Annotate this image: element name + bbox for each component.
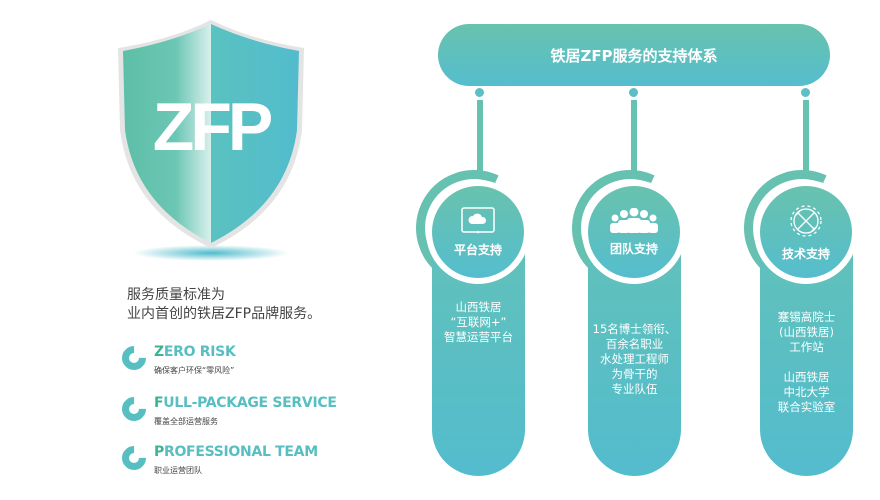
- connector: [477, 100, 483, 172]
- column-text: 15名博士领衔、 百余名职业 水处理工程师 为骨干的 专业队伍: [592, 322, 677, 396]
- tagline: 服务质量标准为 业内首创的铁居ZFP品牌服务。: [127, 286, 321, 324]
- tagline-line2: 业内首创的铁居ZFP品牌服务。: [127, 306, 322, 322]
- zfp-shield-logo: ZFP: [118, 20, 304, 261]
- cloud-tablet-icon: [461, 206, 495, 233]
- team-icon: [610, 207, 658, 233]
- feature-sub: 确保客户环保“零风险”: [154, 366, 235, 375]
- c-mark-icon: [117, 441, 151, 475]
- connector-dot: [799, 86, 812, 99]
- connector-dot: [473, 86, 486, 99]
- platform-support-badge: 平台支持: [432, 186, 524, 278]
- tech-support-badge: 技术支持: [760, 186, 852, 278]
- column-label: 技术支持: [781, 246, 830, 261]
- header-title: 铁居ZFP服务的支持体系: [550, 46, 718, 65]
- feature-sub: 职业运营团队: [154, 466, 202, 475]
- feature-full-package: FULL-PACKAGE SERVICE 覆盖全部运营服务: [117, 392, 382, 437]
- c-mark-icon: [117, 341, 151, 375]
- column-text: 蹇锡高院士 (山西铁居) 工作站 山西铁居 中北大学 联合实验室: [777, 310, 836, 414]
- connector: [803, 100, 809, 172]
- feature-sub: 覆盖全部运营服务: [154, 417, 218, 426]
- feature-professional-team: PROFESSIONAL TEAM 职业运营团队: [117, 441, 382, 486]
- connector-dot: [627, 86, 640, 99]
- column-text: 山西铁居 “互联网+” 智慧运营平台: [444, 300, 513, 344]
- gear-tools-icon: [790, 204, 822, 237]
- svg-text:ZFP: ZFP: [153, 89, 272, 165]
- support-system-header: 铁居ZFP服务的支持体系: [438, 24, 830, 86]
- tagline-line1: 服务质量标准为: [127, 287, 225, 303]
- column-label: 团队支持: [609, 241, 658, 256]
- column-label: 平台支持: [453, 242, 502, 257]
- team-support-badge: 团队支持: [588, 186, 680, 278]
- c-mark-icon: [117, 392, 151, 426]
- connector: [631, 100, 637, 172]
- feature-zero-risk: ZERO RISK 确保客户环保“零风险”: [117, 341, 382, 386]
